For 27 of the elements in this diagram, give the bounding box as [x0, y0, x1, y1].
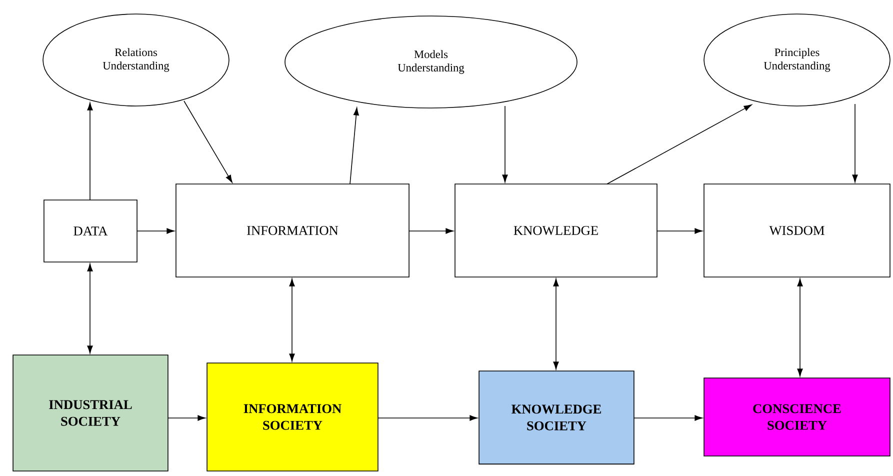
arrow: [553, 278, 559, 370]
arrow: [136, 228, 174, 234]
arrow: [634, 415, 702, 421]
concept-box: KNOWLEDGE: [454, 184, 658, 278]
society-box: INDUSTRIAL SOCIETY: [12, 354, 168, 472]
ellipse-node: Models Understanding: [284, 16, 578, 108]
arrow: [797, 278, 803, 376]
society-box: CONSCIENCE SOCIETY: [704, 378, 890, 456]
arrow: [378, 415, 478, 421]
arrow: [168, 415, 206, 421]
arrow: [408, 228, 454, 234]
ellipse-node: Relations Understanding: [42, 14, 230, 106]
arrow: [289, 278, 295, 362]
concept-box: WISDOM: [704, 184, 890, 278]
concept-box: INFORMATION: [176, 184, 410, 278]
arrow: [350, 108, 359, 184]
arrow: [606, 104, 752, 184]
society-box: KNOWLEDGE SOCIETY: [478, 370, 634, 464]
arrow: [852, 104, 858, 182]
ellipse-node: Principles Understanding: [704, 14, 890, 106]
arrow: [502, 106, 508, 182]
concept-box: DATA: [44, 200, 138, 262]
arrow: [184, 100, 232, 183]
arrow: [87, 102, 93, 200]
arrow: [87, 264, 93, 354]
society-box: INFORMATION SOCIETY: [206, 362, 378, 472]
arrow: [656, 228, 702, 234]
